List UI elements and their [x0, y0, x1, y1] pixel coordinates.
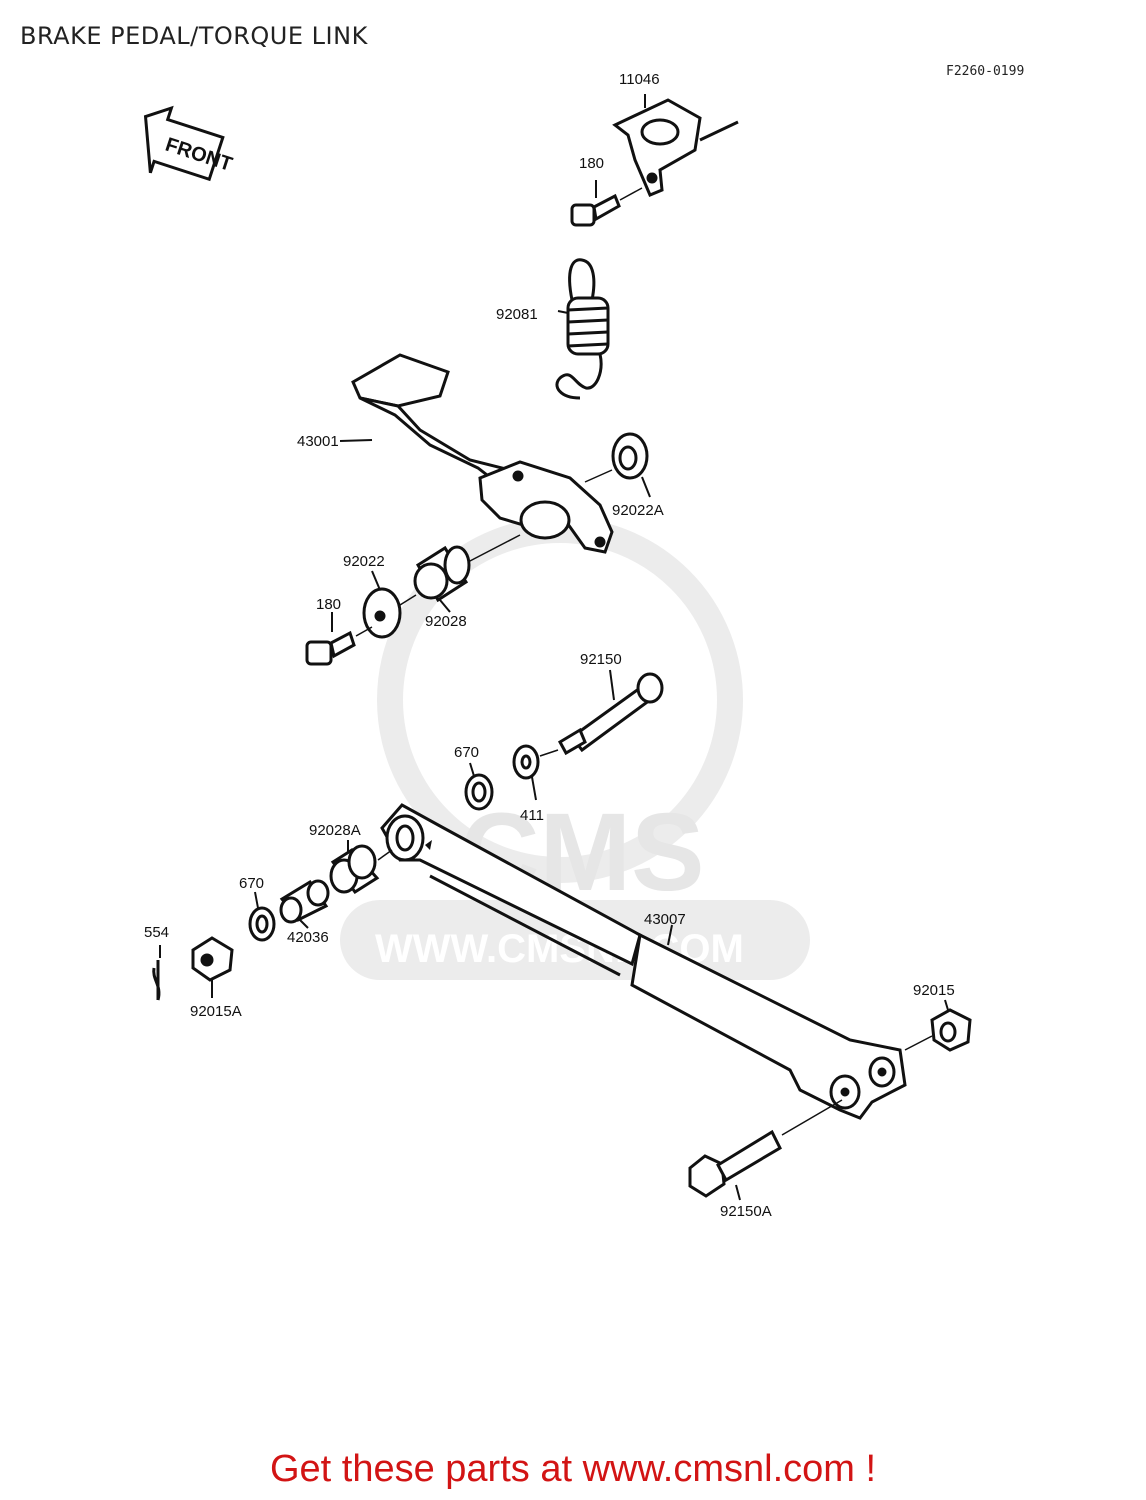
footer-link-text: Get these parts at www.cmsnl.com ! — [269, 1448, 877, 1490]
part-label-670-top: 670 — [454, 744, 479, 761]
part-label-92015: 92015 — [913, 982, 955, 999]
part-label-92022: 92022 — [343, 553, 385, 570]
part-label-180-mid: 180 — [316, 596, 341, 613]
washer-670-left — [248, 891, 276, 942]
part-label-92028: 92028 — [425, 613, 467, 630]
part-label-43007: 43007 — [644, 911, 686, 928]
front-arrow-icon: FRONT — [143, 105, 235, 182]
part-label-42036: 42036 — [287, 929, 329, 946]
part-label-670-left: 670 — [239, 875, 264, 892]
brake-pedal-43001 — [339, 353, 614, 554]
cotter-pin-554 — [152, 945, 161, 1001]
page-title: BRAKE PEDAL/TORQUE LINK — [20, 22, 368, 50]
part-label-92022A: 92022A — [612, 502, 664, 519]
washer-411 — [512, 744, 540, 801]
washer-92022A — [584, 432, 651, 498]
collar-92028A — [329, 840, 393, 895]
washer-670-top — [464, 762, 494, 811]
spring-92081 — [555, 258, 610, 400]
bolt-92150A — [688, 1099, 843, 1201]
part-label-11046: 11046 — [619, 71, 660, 88]
figure-code: F2260-0199 — [946, 64, 1025, 79]
part-label-92081: 92081 — [496, 306, 538, 323]
bracket-11046 — [612, 94, 739, 197]
part-label-554: 554 — [144, 924, 169, 941]
nut-92015 — [904, 999, 972, 1052]
washer-92022 — [362, 570, 417, 639]
bolt-180-top — [570, 180, 643, 227]
bolt-180-mid — [305, 612, 373, 666]
part-label-92150A: 92150A — [720, 1203, 772, 1220]
part-label-411: 411 — [520, 807, 544, 824]
part-label-180-top: 180 — [579, 155, 604, 172]
collar-92028 — [413, 534, 521, 613]
part-label-43001: 43001 — [297, 433, 339, 450]
part-label-92015A: 92015A — [190, 1003, 242, 1020]
torque-link-43007 — [380, 803, 907, 1120]
bolt-92150 — [539, 669, 664, 757]
part-label-92150: 92150 — [580, 651, 622, 668]
bushing-42036 — [279, 879, 330, 929]
nut-92015A — [191, 936, 234, 998]
part-label-92028A: 92028A — [309, 822, 361, 839]
